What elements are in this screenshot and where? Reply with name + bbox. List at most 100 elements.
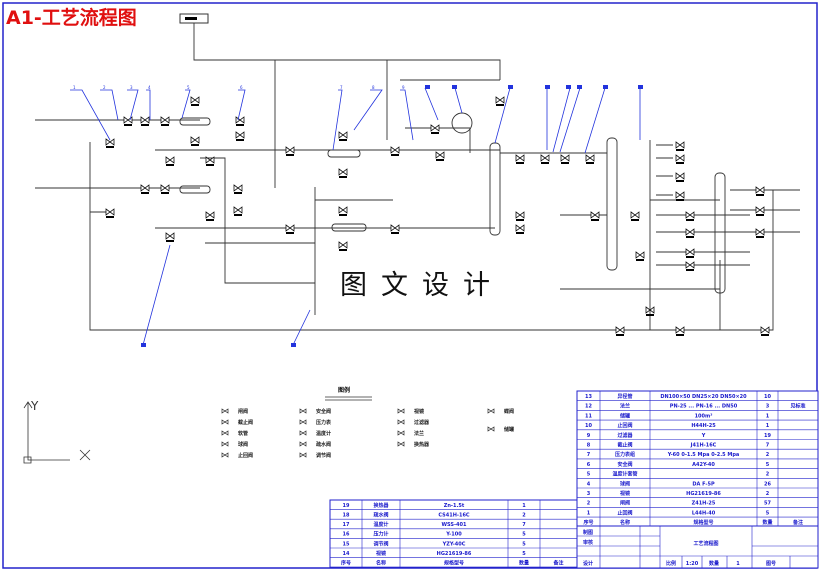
legend-item: 软管: [221, 430, 248, 437]
table-cell: 5: [587, 472, 591, 478]
legend-symbol-icon: [221, 430, 229, 436]
legend: 闸阀截止阀软管球阀止回阀安全阀压力表温度计疏水阀调节阀视镜过滤器法兰换热器蝶阀储…: [221, 408, 514, 459]
legend-symbol-icon: [221, 452, 229, 458]
table-cell: 温度计套管: [612, 471, 637, 478]
table-cell: 数量: [519, 560, 529, 567]
legend-label: 闸阀: [238, 408, 248, 415]
table-cell: 19: [343, 503, 350, 509]
legend-item: 闸阀: [221, 408, 248, 415]
watermark-bg: [333, 262, 493, 302]
table-cell: 压力计: [373, 531, 388, 538]
table-cell: WSS-401: [441, 522, 467, 528]
watermark-text: 图文设计: [340, 270, 504, 301]
table-cell: 2: [587, 501, 591, 507]
valve-icon: [165, 156, 175, 166]
legend-label: 调节阀: [316, 452, 331, 459]
label-qty: 数量: [709, 560, 719, 567]
scale-value: 1:20: [686, 561, 699, 567]
table-cell: 1: [766, 413, 770, 419]
table-cell: Y-60 0-1.5 Mpa 0-2.5 Mpa: [667, 452, 740, 458]
table-cell: 7: [522, 522, 526, 528]
qty-value: 1: [736, 561, 740, 567]
table-cell: 2: [522, 513, 526, 519]
table-cell: 压力表组: [615, 451, 635, 458]
valve-icon: [160, 116, 170, 126]
table-cell: 15: [343, 541, 350, 547]
table-cell: 名称: [620, 519, 630, 526]
valve-icon: [205, 156, 215, 166]
table-cell: 疏水阀: [373, 512, 388, 519]
legend-item: 压力表: [299, 419, 332, 426]
valve-icon: [675, 154, 685, 164]
legend-symbol-icon: [487, 426, 495, 432]
table-cell: 序号: [340, 560, 351, 567]
table-cell: H44H-25: [691, 423, 716, 429]
table-cell: 法兰: [620, 403, 630, 410]
table-cell: 5: [522, 541, 526, 547]
valve-icon: [235, 116, 245, 126]
table-cell: 截止阀: [617, 441, 632, 448]
table-cell: 视镜: [376, 550, 386, 557]
table-cell: 温度计: [373, 521, 388, 528]
table-cell: 57: [764, 501, 771, 507]
legend-label: 蝶阀: [504, 408, 514, 415]
table-cell: 5: [522, 532, 526, 538]
legend-symbol-icon: [397, 419, 405, 425]
table-cell: Z41H-25: [692, 501, 716, 507]
valve-icon: [105, 208, 115, 218]
valve-icon: [233, 206, 243, 216]
valve-icon: [338, 206, 348, 216]
table-cell: 序号: [582, 519, 593, 526]
legend-symbol-icon: [221, 419, 229, 425]
table-cell: DN100×50 DN25×20 DN50×20: [660, 394, 747, 400]
legend-item: 视镜: [397, 408, 424, 415]
table-cell: PN-25 ... PN-16 ... DN50: [670, 404, 738, 410]
table-cell: 6: [587, 462, 591, 468]
table-cell: 储罐: [620, 412, 630, 419]
valve-icon: [675, 191, 685, 201]
legend-item: 截止阀: [221, 419, 253, 426]
valve-icon: [140, 116, 150, 126]
table-cell: 规格型号: [444, 560, 464, 567]
table-cell: 1: [587, 510, 591, 516]
table-cell: 7: [766, 442, 770, 448]
table-cell: 14: [343, 551, 350, 557]
valve-icon: [435, 151, 445, 161]
valve-icon: [205, 211, 215, 221]
legend-item: 温度计: [299, 430, 331, 437]
legend-symbol-icon: [487, 408, 495, 414]
balloon-label: 2: [103, 85, 106, 90]
table-cell: YZY-40C: [442, 541, 466, 547]
table-cell: 17: [343, 522, 350, 528]
table-cell: 异径管: [617, 393, 632, 400]
valve-icon: [685, 228, 695, 238]
ucs-y-label: Y: [30, 399, 39, 413]
legend-symbol-icon: [397, 441, 405, 447]
table-cell: 26: [764, 481, 771, 487]
valve-icon: [675, 141, 685, 151]
valve-icon: [635, 251, 645, 261]
valve-icon: [390, 146, 400, 156]
table-cell: 换热器: [373, 502, 389, 509]
label-checked: 审核: [583, 539, 593, 546]
valve-icon: [390, 224, 400, 234]
table-cell: 3: [587, 491, 591, 497]
valve-icon: [285, 224, 295, 234]
legend-symbol-icon: [299, 441, 307, 447]
legend-item: 过滤器: [397, 419, 430, 426]
valve-icon: [685, 248, 695, 258]
valve-icon: [140, 184, 150, 194]
label-drawing-no: 图号: [766, 560, 776, 567]
legend-symbol-icon: [299, 408, 307, 414]
valve-icon: [515, 224, 525, 234]
valve-icon: [560, 154, 570, 164]
